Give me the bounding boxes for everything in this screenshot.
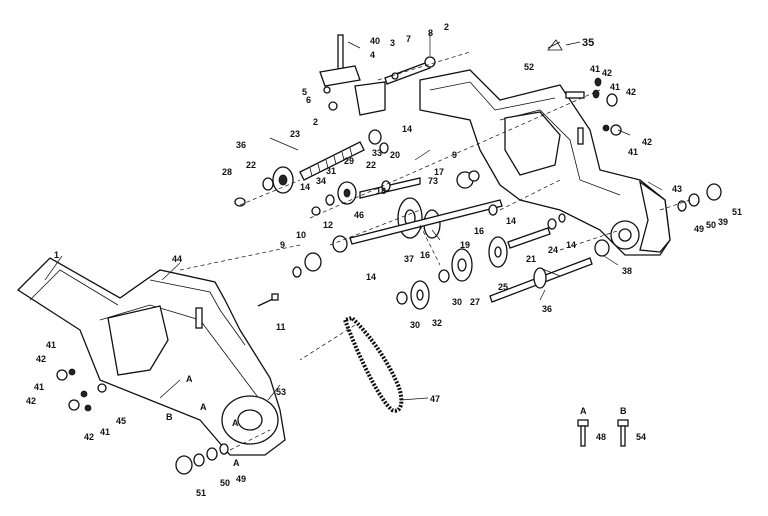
callout-47: 47 [430, 394, 440, 404]
callout-14: 14 [366, 272, 376, 282]
callout-48: 48 [596, 432, 606, 442]
callout-41: 41 [100, 427, 110, 437]
callout-2: 2 [444, 22, 449, 32]
callout-27: 27 [470, 297, 480, 307]
drive-components [56, 34, 722, 475]
callout-42: 42 [84, 432, 94, 442]
callout-17: 17 [434, 167, 444, 177]
ref-mark-a: A [200, 402, 207, 412]
callout-43: 43 [672, 184, 682, 194]
callout-35: 35 [582, 37, 594, 49]
callout-42: 42 [642, 137, 652, 147]
callout-40: 40 [370, 36, 380, 46]
callout-50: 50 [220, 478, 230, 488]
callout-44: 44 [172, 254, 182, 264]
callout-12: 12 [323, 220, 333, 230]
callout-16: 16 [420, 250, 430, 260]
callout-41: 41 [34, 382, 44, 392]
callout-4: 4 [370, 50, 375, 60]
callout-29: 29 [344, 156, 354, 166]
callout-52: 52 [524, 62, 534, 72]
callout-41: 41 [610, 82, 620, 92]
callout-23: 23 [290, 129, 300, 139]
callout-16: 16 [474, 226, 484, 236]
callout-14: 14 [506, 216, 516, 226]
callout-34: 34 [316, 176, 326, 186]
callout-1: 1 [54, 250, 59, 260]
callout-22: 22 [366, 160, 376, 170]
callout-38: 38 [622, 266, 632, 276]
callout-39: 39 [718, 217, 728, 227]
callout-24: 24 [548, 245, 558, 255]
callout-41: 41 [628, 147, 638, 157]
callout-42: 42 [626, 87, 636, 97]
leader-lines [44, 32, 663, 401]
callout-51: 51 [732, 207, 742, 217]
reference-triangle-icon [547, 39, 581, 51]
callout-33: 33 [372, 148, 382, 158]
callout-53: 53 [276, 387, 286, 397]
callout-3: 3 [390, 38, 395, 48]
key-mark-b: B [620, 406, 627, 416]
callout-37: 37 [404, 254, 414, 264]
callout-28: 28 [222, 167, 232, 177]
drive-chain [342, 315, 404, 413]
callout-11: 11 [276, 322, 286, 332]
callout-18: 18 [376, 186, 386, 196]
callout-19: 19 [460, 240, 470, 250]
callout-6: 6 [306, 95, 311, 105]
callout-22: 22 [246, 160, 256, 170]
callout-41: 41 [46, 340, 56, 350]
ref-mark-b: B [166, 412, 173, 422]
callout-10: 10 [296, 230, 306, 240]
key-mark-a: A [580, 406, 587, 416]
callout-36: 36 [236, 140, 246, 150]
callout-45: 45 [116, 416, 126, 426]
left-housing [16, 257, 286, 456]
callout-30: 30 [410, 320, 420, 330]
callout-32: 32 [432, 318, 442, 328]
callout-14: 14 [402, 124, 412, 134]
callout-42: 42 [602, 68, 612, 78]
ref-mark-a: A [232, 418, 239, 428]
callout-41: 41 [590, 64, 600, 74]
callout-36: 36 [542, 304, 552, 314]
ref-mark-a: A [186, 374, 193, 384]
callout-50: 50 [706, 220, 716, 230]
callout-30: 30 [452, 297, 462, 307]
reference-marks: A A A A B A B [166, 374, 627, 468]
callout-9: 9 [280, 240, 285, 250]
callout-46: 46 [354, 210, 364, 220]
callout-73: 73 [428, 176, 438, 186]
callout-25: 25 [498, 282, 508, 292]
callout-31: 31 [326, 166, 336, 176]
callout-49: 49 [236, 474, 246, 484]
right-housing [419, 69, 671, 256]
callout-51: 51 [196, 488, 206, 498]
callout-5: 5 [302, 87, 307, 97]
callout-54: 54 [636, 432, 646, 442]
callout-49: 49 [694, 224, 704, 234]
callout-8: 8 [428, 28, 433, 38]
callout-42: 42 [26, 396, 36, 406]
callout-42: 42 [36, 354, 46, 364]
callout-9: 9 [452, 150, 457, 160]
callout-14: 14 [566, 240, 576, 250]
callout-labels: 1 2 2 3 4 5 6 7 8 9 9 10 11 12 14 14 14 … [26, 22, 742, 498]
callout-2: 2 [313, 117, 318, 127]
callout-7: 7 [406, 34, 411, 44]
assembly-lines [179, 51, 691, 451]
callout-20: 20 [390, 150, 400, 160]
callout-21: 21 [526, 254, 536, 264]
ref-mark-a: A [233, 458, 240, 468]
callout-14: 14 [300, 182, 310, 192]
